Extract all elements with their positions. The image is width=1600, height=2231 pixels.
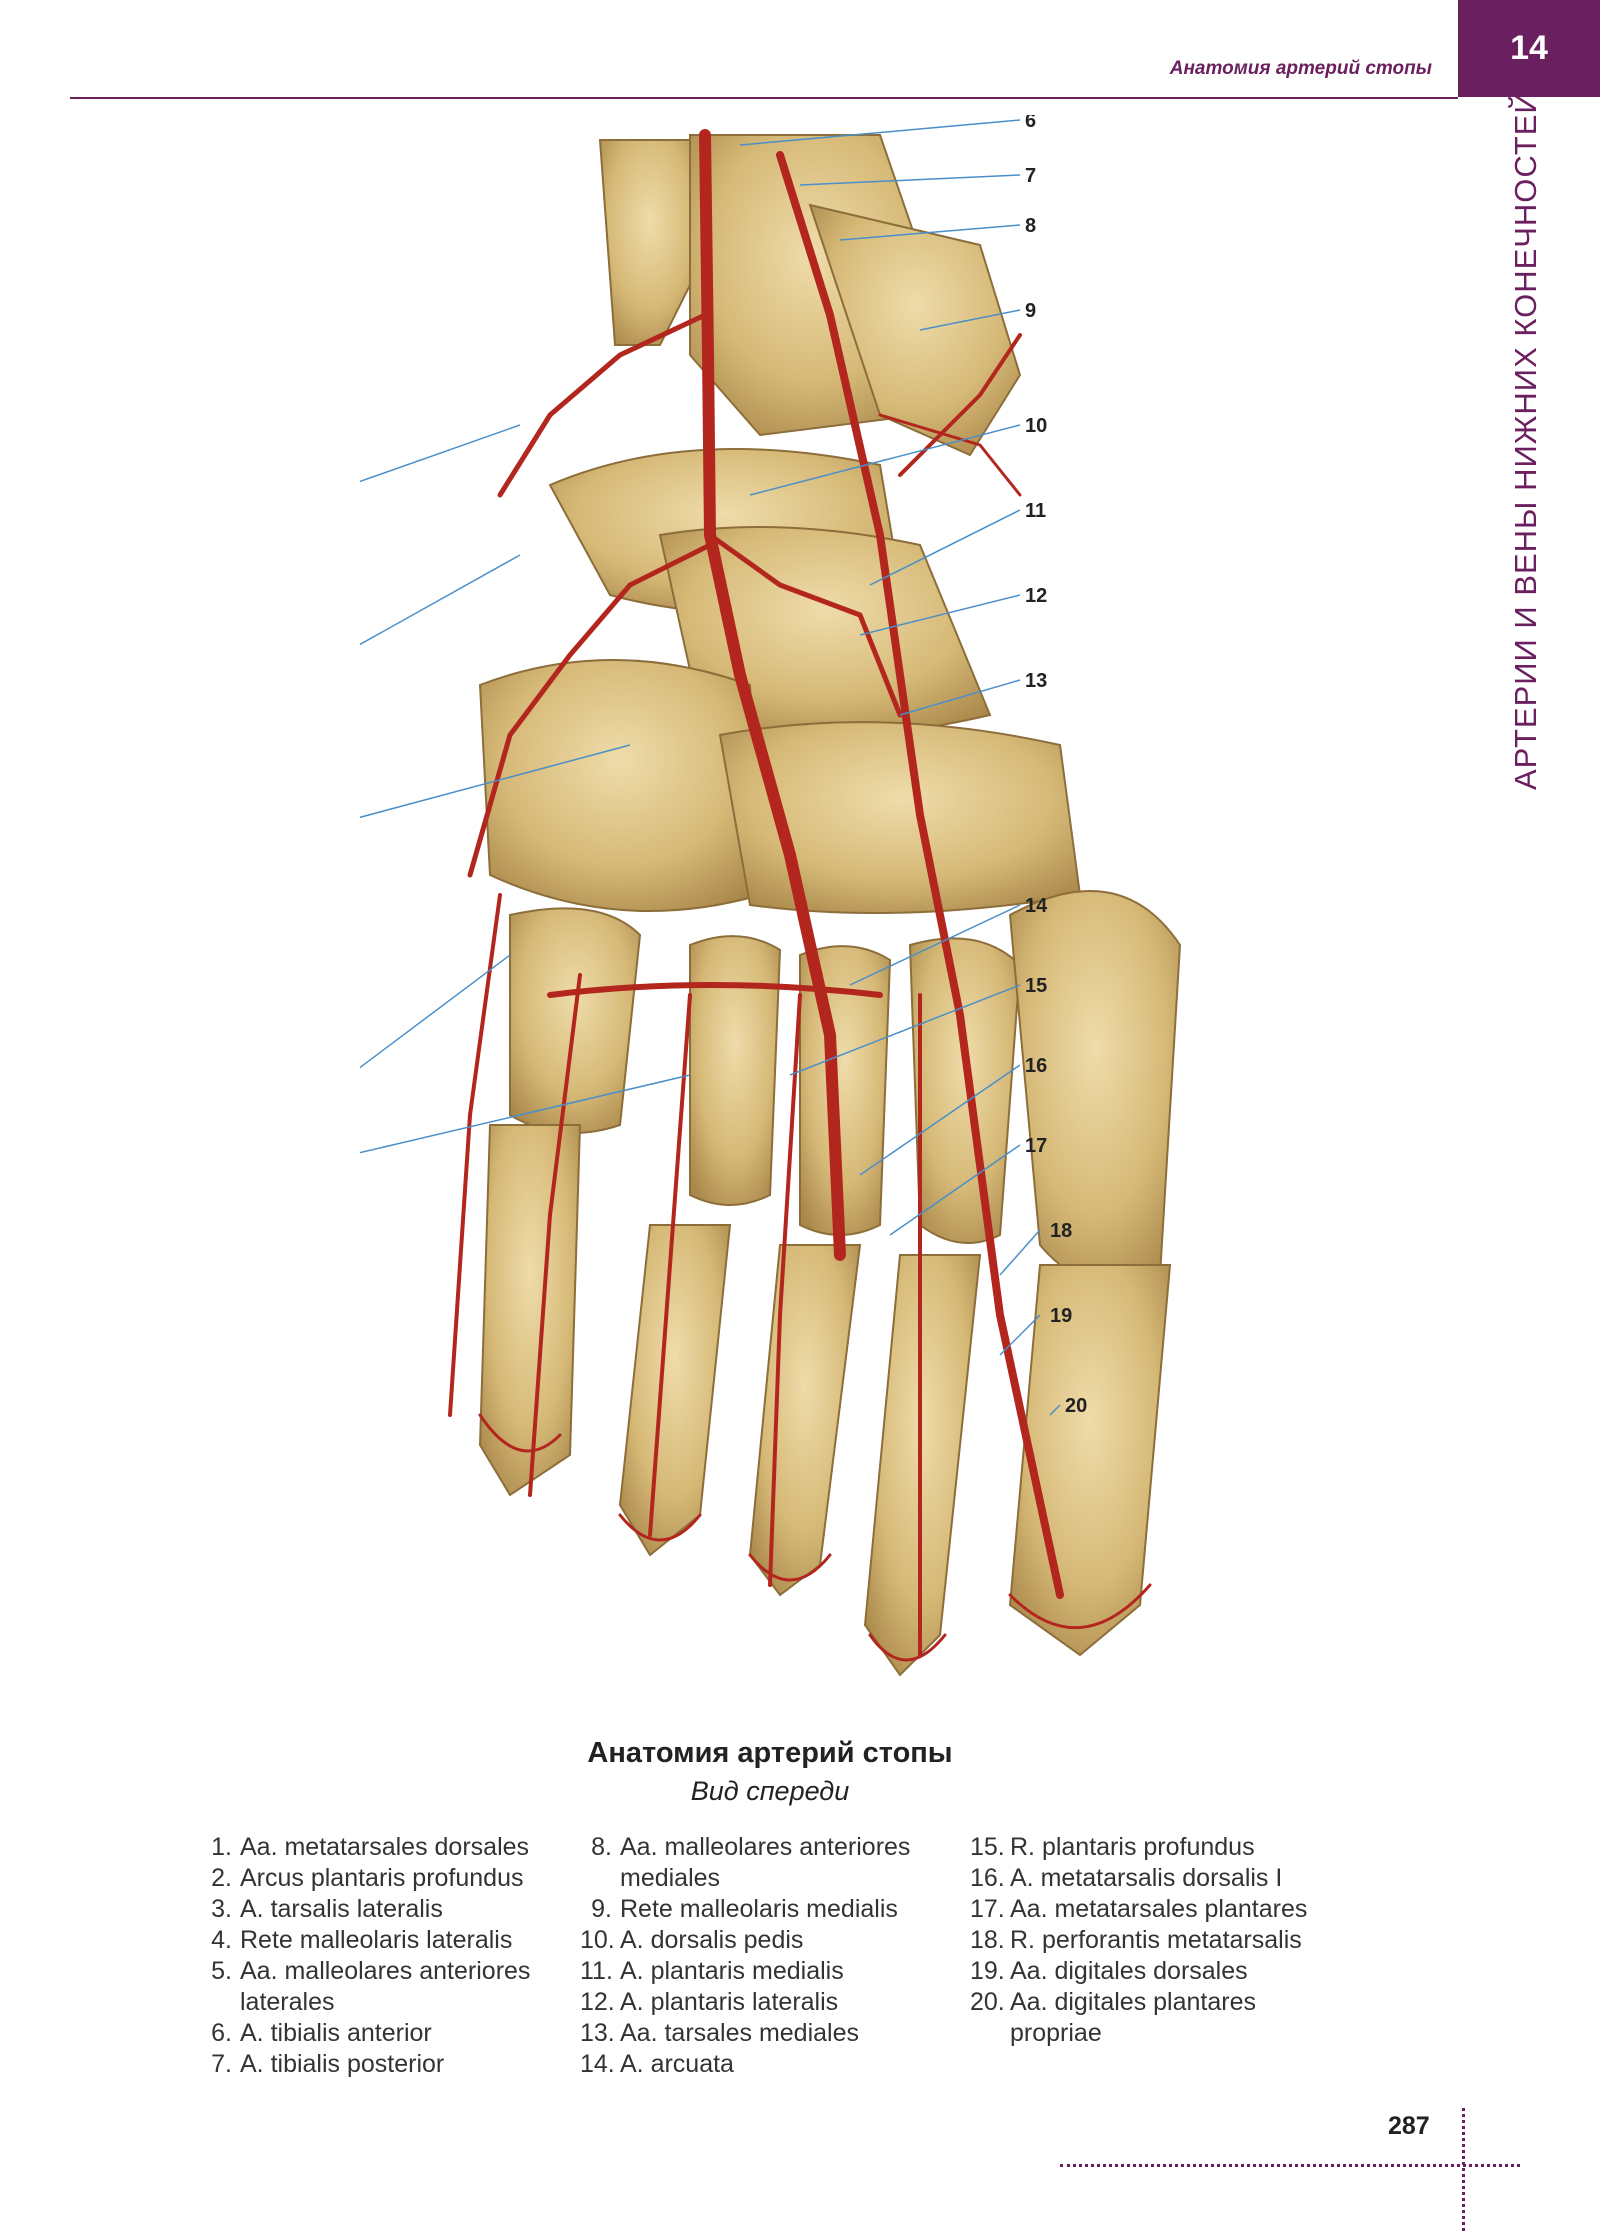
page-number: 287 (1388, 2112, 1430, 2140)
figure-title: Анатомия артерий стопы (587, 1737, 953, 1769)
callout-number-12: 12 (1025, 585, 1047, 607)
chapter-number-tab: 14 (1458, 0, 1600, 97)
legend-item: 10.A. dorsalis pedis (580, 1926, 804, 1954)
running-header-title: Анатомия артерий стопы (1169, 58, 1432, 79)
legend-item: 14.A. arcuata (580, 2050, 734, 2078)
callout-number-19: 19 (1050, 1305, 1072, 1327)
header-rule (70, 97, 1458, 99)
callout-number-10: 10 (1025, 415, 1047, 437)
callout-number-13: 13 (1025, 670, 1047, 692)
legend-item: 11.A. plantaris medialis (580, 1957, 844, 1985)
footer-dotted-rule (1060, 2164, 1520, 2167)
callout-number-18: 18 (1050, 1220, 1072, 1242)
figure-subtitle: Вид спереди (690, 1776, 850, 1806)
callout-number-17: 17 (1025, 1135, 1047, 1157)
legend-item: 2.Arcus plantaris profundus (211, 1864, 524, 1892)
callout-number-20: 20 (1065, 1395, 1087, 1417)
callout-leaders (349, 119, 1061, 1416)
section-label: АРТЕРИИ И ВЕНЫ НИЖНИХ КОНЕЧНОСТЕЙ (1508, 90, 1543, 790)
callout-number-7: 7 (1025, 165, 1036, 187)
legend-item: 16.A. metatarsalis dorsalis I (970, 1864, 1283, 1892)
legend-item: 9.Rete malleolaris medialis (591, 1895, 898, 1923)
callout-number-16: 16 (1025, 1055, 1047, 1077)
arteries (448, 129, 1152, 1662)
legend-item: 5.Aa. malleolares anteriores laterales (211, 1957, 531, 2016)
legend-column-3: 15.R. plantaris profundus 16.A. metatars… (970, 1832, 1340, 2049)
callout-number-8: 8 (1025, 215, 1036, 237)
footer-dotted-rule-vertical (1462, 2108, 1465, 2231)
legend-item: 7.A. tibialis posterior (211, 2050, 445, 2078)
legend-item: 18.R. perforantis metatarsalis (970, 1926, 1302, 1954)
legend-item: 13.Aa. tarsales mediales (580, 2019, 860, 2047)
callout-number-15: 15 (1025, 975, 1047, 997)
callout-number-11: 11 (1025, 500, 1046, 522)
callout-number-9: 9 (1025, 300, 1036, 322)
legend-column-1: 1.Aa. metatarsales dorsales 2.Arcus plan… (200, 1832, 570, 2080)
legend-item: 15.R. plantaris profundus (970, 1833, 1255, 1861)
legend-column-2: 8.Aa. malleolares anteriores mediales 9.… (580, 1832, 950, 2080)
callout-number-6: 6 (1025, 115, 1036, 132)
legend-item: 1.Aa. metatarsales dorsales (211, 1833, 530, 1861)
foot-arteries-illustration: 6789101112131415161718192054321 (335, 110, 1400, 1715)
legend-item: 17.Aa. metatarsales plantares (970, 1895, 1308, 1923)
legend-item: 6.A. tibialis anterior (211, 2019, 432, 2047)
bones (478, 134, 1182, 1677)
legend-item: 8.Aa. malleolares anteriores mediales (591, 1833, 911, 1892)
legend-item: 12.A. plantaris lateralis (580, 1988, 839, 2016)
legend-item: 3.A. tarsalis lateralis (211, 1895, 443, 1923)
legend-item: 4.Rete malleolaris lateralis (211, 1926, 513, 1954)
callout-number-14: 14 (1025, 895, 1048, 917)
legend-item: 19.Aa. digitales dorsales (970, 1957, 1248, 1985)
legend-item: 20.Aa. digitales plantares propriae (970, 1988, 1256, 2047)
